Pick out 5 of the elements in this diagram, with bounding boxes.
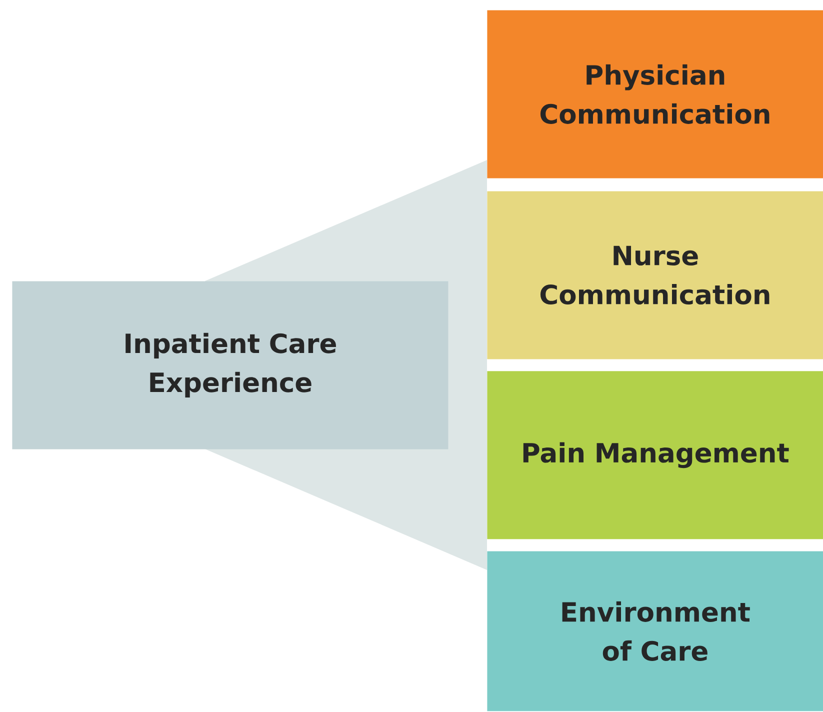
main-box: Inpatient Care Experience	[12, 281, 448, 450]
category-box: Nurse Communication	[487, 191, 823, 360]
category-box: Pain Management	[487, 371, 823, 540]
category-box: Environment of Care	[487, 551, 823, 712]
category-box: Physician Communication	[487, 10, 823, 178]
